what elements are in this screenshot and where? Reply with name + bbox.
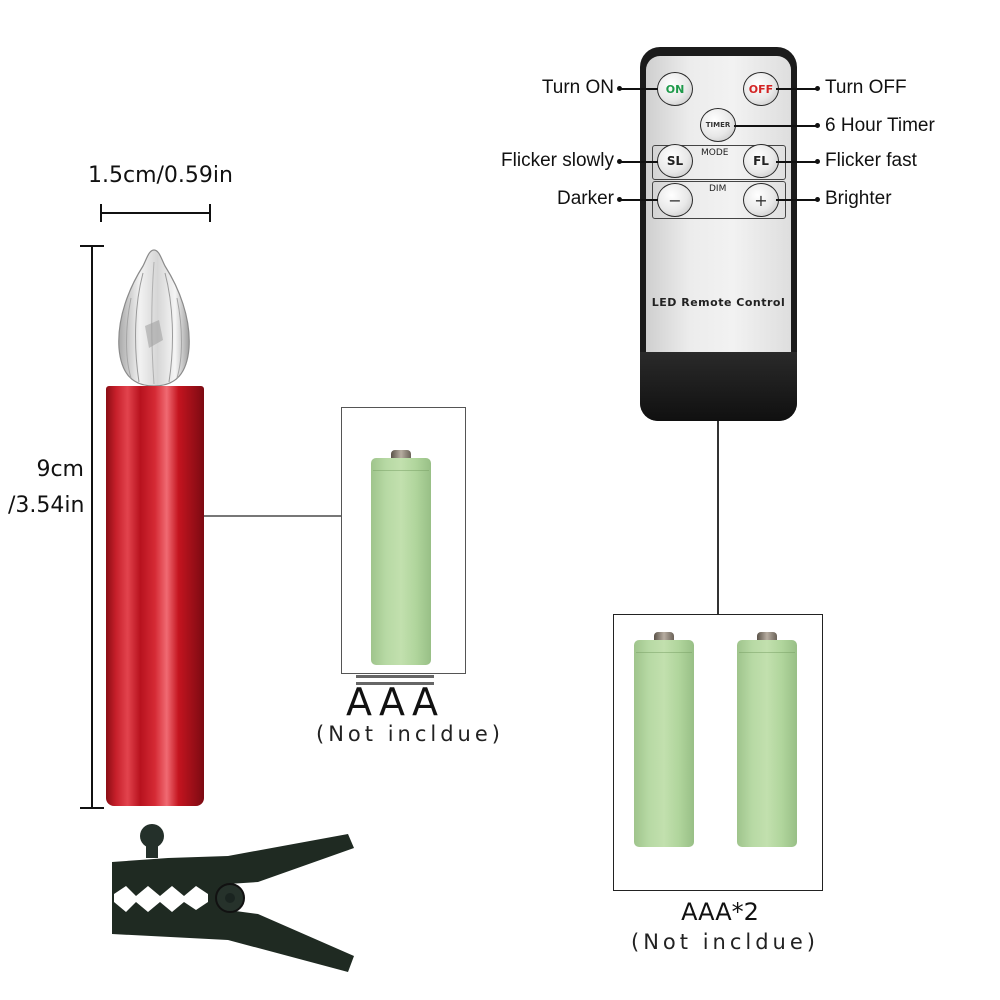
- height-dimension-label: 9cm /3.54in: [8, 452, 84, 524]
- remote-battery-not-included-note: (Not incldue): [631, 930, 819, 954]
- remote-off-button[interactable]: OFF: [743, 72, 779, 106]
- double-battery-box: [613, 614, 823, 891]
- callout-leader: [776, 199, 818, 201]
- remote-flicker-slow-button[interactable]: SL: [657, 144, 693, 178]
- callout-leader: [620, 199, 658, 201]
- height-in: /3.54in: [8, 493, 85, 518]
- callout-dot: [617, 197, 622, 202]
- remote-dim-down-button[interactable]: −: [657, 183, 693, 217]
- height-cm: 9cm: [36, 457, 84, 482]
- width-dimension-tick-right: [209, 204, 211, 222]
- remote-flicker-fast-button[interactable]: FL: [743, 144, 779, 178]
- battery-not-included-note: (Not incldue): [316, 722, 504, 746]
- candle-body: [106, 386, 204, 806]
- callout-dot: [815, 197, 820, 202]
- battery-underline: [356, 675, 434, 678]
- mode-group: [652, 145, 786, 180]
- remote-on-button[interactable]: ON: [657, 72, 693, 106]
- callout-leader: [620, 88, 658, 90]
- callout-leader: [776, 161, 818, 163]
- height-dimension-tick-bottom: [80, 807, 104, 809]
- battery-underline: [356, 682, 434, 685]
- connector-candle-battery: [204, 515, 341, 517]
- battery-icon: [634, 632, 694, 847]
- remote-battery-type-label: AAA*2: [681, 898, 759, 926]
- callout-dot: [815, 159, 820, 164]
- callout-flicker-fast: Flicker fast: [825, 150, 917, 171]
- height-dimension-tick-top: [80, 245, 104, 247]
- mode-group-label: MODE: [701, 148, 729, 158]
- remote-bottom: [640, 352, 797, 421]
- battery-type-label: AAA: [345, 680, 445, 724]
- battery-icon: [371, 450, 431, 665]
- remote-timer-button[interactable]: TIMER: [700, 108, 736, 142]
- callout-dot: [617, 86, 622, 91]
- remote-dim-up-button[interactable]: +: [743, 183, 779, 217]
- callout-leader: [734, 125, 818, 127]
- callout-darker: Darker: [556, 188, 614, 209]
- width-dimension-line: [100, 212, 210, 214]
- height-dimension-line: [91, 245, 93, 808]
- callout-leader: [620, 161, 658, 163]
- callout-dot: [617, 159, 622, 164]
- width-dimension-tick-left: [100, 204, 102, 222]
- width-dimension-label: 1.5cm/0.59in: [88, 163, 233, 188]
- callout-turn-off: Turn OFF: [825, 77, 907, 98]
- callout-turn-on: Turn ON: [541, 77, 614, 98]
- connector-remote-battery: [717, 421, 719, 614]
- battery-icon: [737, 632, 797, 847]
- callout-timer: 6 Hour Timer: [825, 115, 935, 136]
- callout-leader: [776, 88, 818, 90]
- candle-flame-icon: [118, 249, 190, 387]
- callout-flicker-slowly: Flicker slowly: [501, 150, 614, 171]
- remote-brand-text: LED Remote Control: [651, 296, 786, 309]
- single-battery-box: [341, 407, 466, 674]
- callout-dot: [815, 123, 820, 128]
- callout-dot: [815, 86, 820, 91]
- dim-group-label: DIM: [709, 184, 727, 194]
- callout-brighter: Brighter: [825, 188, 892, 209]
- candle-clip-icon: [112, 824, 354, 972]
